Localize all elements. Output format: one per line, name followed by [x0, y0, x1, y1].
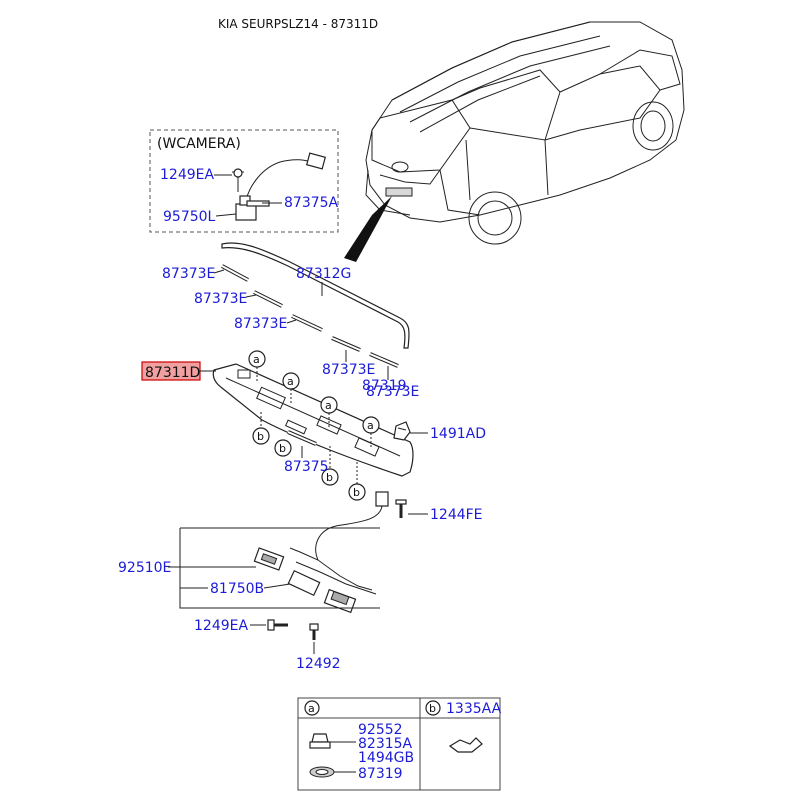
trim-location-marker — [385, 187, 413, 197]
label-87373e-2: 87373E — [194, 291, 247, 307]
license-lamp-harness — [253, 491, 389, 614]
label-81750b: 81750B — [210, 581, 264, 597]
label-12492: 12492 — [296, 656, 341, 672]
label-87375: 87375 — [284, 459, 329, 475]
legend-b-marker: b — [429, 702, 436, 715]
camera-option-box — [149, 129, 339, 233]
callout-markers: a a a a b b b b — [248, 350, 380, 501]
label-1244fe: 1244FE — [430, 507, 483, 523]
label-87373e-5: 87373E — [366, 384, 419, 400]
legend-a-part-3: 1494GB — [358, 750, 414, 766]
legend-a-part-bottom: 87319 — [358, 766, 403, 782]
clip-1491ad — [393, 421, 411, 441]
car-illustration — [365, 21, 685, 245]
trim-87312g — [221, 242, 410, 349]
camera-assembly — [232, 152, 327, 221]
legend-a-part-2: 82315A — [358, 736, 413, 752]
callout-b-2: b — [279, 442, 286, 455]
label-87319: 87319 — [362, 378, 407, 394]
callout-b-3: b — [326, 471, 333, 484]
label-87373e-4: 87373E — [322, 362, 375, 378]
callout-a-3: a — [325, 399, 332, 412]
label-1249ea-bottom: 1249EA — [194, 618, 248, 634]
label-87312g: 87312G — [296, 266, 351, 282]
tape-strips — [221, 264, 399, 368]
callout-b-1: b — [257, 430, 264, 443]
label-1249ea-camera: 1249EA — [160, 167, 214, 183]
label-87375a: 87375A — [284, 195, 339, 211]
legend-a-marker: a — [308, 702, 315, 715]
legend-table: a b 1335AA 92552 82315A 1494GB 87319 — [297, 697, 502, 791]
callout-a-1: a — [253, 353, 260, 366]
label-95750l: 95750L — [163, 209, 216, 225]
callout-b-4: b — [353, 486, 360, 499]
label-1491ad: 1491AD — [430, 426, 486, 442]
label-92510e: 92510E — [118, 560, 171, 576]
legend-a-part-1: 92552 — [358, 722, 403, 738]
screw-12492 — [309, 623, 319, 640]
screw-1244fe — [395, 499, 407, 518]
garnish-87311d — [212, 363, 414, 477]
callout-a-2: a — [287, 375, 294, 388]
label-87373e-3: 87373E — [234, 316, 287, 332]
screw-1249ea-bottom — [267, 619, 288, 631]
callout-a-4: a — [367, 419, 374, 432]
label-87373e-1: 87373E — [162, 266, 215, 282]
leader-arrow — [344, 196, 392, 262]
diagram-title: KIA SEURPSLZ14 - 87311D — [218, 17, 378, 31]
label-87311d: 87311D — [145, 365, 200, 381]
legend-b-part: 1335AA — [446, 701, 502, 717]
camera-box-label: (WCAMERA) — [157, 136, 241, 152]
